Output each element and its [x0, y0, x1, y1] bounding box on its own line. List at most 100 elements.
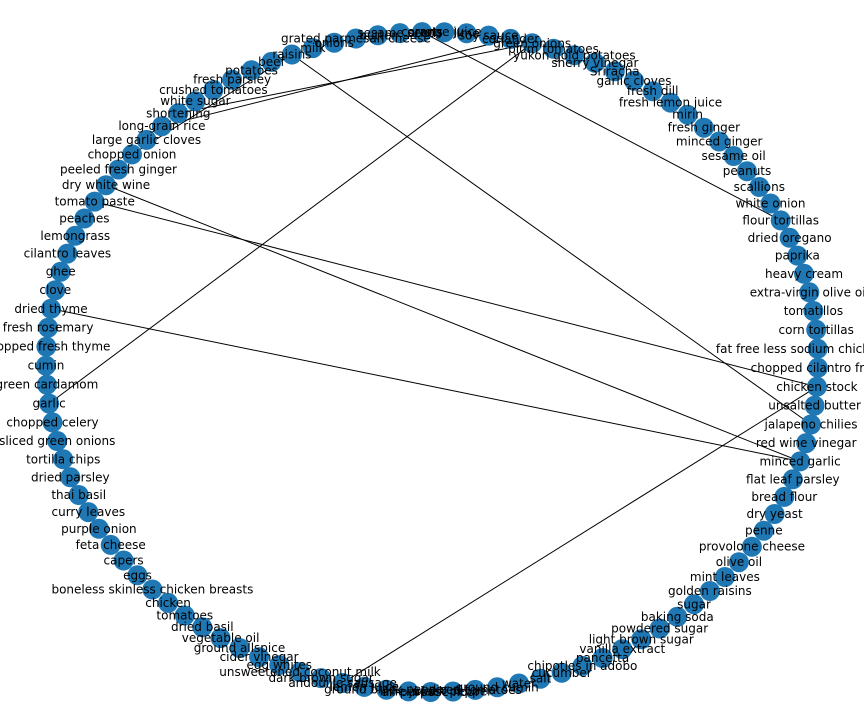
- node-label-bread-flour: bread flour: [751, 490, 817, 504]
- node-tomato-paste: [84, 191, 105, 212]
- node-cider-vinegar: [249, 647, 270, 668]
- node-label-potatoes: potatoes: [225, 63, 278, 77]
- node-chipotles-in-adobo: [572, 655, 593, 676]
- node-label-carrots: carrots: [401, 25, 443, 39]
- node-label-thai-basil: thai basil: [51, 488, 106, 502]
- node-label-diced-tomatoes: diced tomatoes: [429, 683, 522, 697]
- node-label-lemon-juice: lemon juice: [330, 680, 399, 694]
- node-chicken-stock: [806, 376, 827, 397]
- node-diced-tomatoes: [465, 679, 486, 700]
- node-label-raisins: raisins: [272, 48, 311, 62]
- node-label-salt: salt: [530, 672, 552, 686]
- node-dried-thyme: [41, 298, 61, 319]
- node-label-cilantro-leaves: cilantro leaves: [24, 247, 112, 261]
- node-green-onions: [522, 33, 543, 54]
- node-beef: [261, 51, 282, 72]
- node-salt: [530, 668, 551, 689]
- node-cilantro-leaves: [57, 243, 78, 264]
- node-cumin: [36, 355, 56, 376]
- node-label-plum-tomatoes: plum tomatoes: [508, 42, 599, 56]
- node-penne: [753, 520, 774, 541]
- node-label-dry-white-wine: dry white wine: [62, 178, 150, 192]
- node-cucumber: [551, 662, 572, 683]
- node-label-chicken-stock: chicken stock: [776, 380, 857, 394]
- edge-chopped-onion-to-raisins: [131, 54, 293, 155]
- node-label-mint-leaves: mint leaves: [690, 570, 760, 584]
- edge-dry-white-wine-to-minced-garlic: [105, 184, 801, 462]
- node-powdered-sugar: [649, 618, 670, 639]
- node-label-tomatillos: tomatillos: [784, 304, 843, 318]
- node-label-jalapeno-chilies: jalapeno chilies: [764, 418, 858, 432]
- node-vegetable-oil: [210, 628, 231, 649]
- node-ground-black-pepper: [376, 679, 397, 700]
- node-sliced-green-onions: [47, 431, 68, 451]
- node-label-yukon-gold-potatoes: yukon gold potatoes: [513, 48, 635, 62]
- node-label-sherry-vinegar: sherry vinegar: [551, 56, 638, 70]
- node-lime-juice: [398, 681, 419, 702]
- node-soy-sauce: [478, 25, 499, 46]
- node-sesame-seeds: [389, 23, 410, 44]
- node-sugar: [684, 594, 704, 615]
- node-label-white-onion: white onion: [736, 197, 806, 211]
- node-label-garlic-cloves: garlic cloves: [597, 74, 672, 88]
- graph-nodes: [36, 22, 828, 702]
- node-label-dried-thyme: dried thyme: [14, 302, 87, 316]
- node-tomatillos: [803, 301, 824, 321]
- edge-flour-tortillas-to-carrots: [421, 31, 781, 221]
- node-label-feta-cheese: feta cheese: [76, 538, 146, 552]
- node-label-grated-parmesan-cheese: grated parmesan cheese: [281, 32, 431, 46]
- node-tortilla-chips: [53, 449, 74, 470]
- node-label-sriracha: Sriracha: [590, 64, 640, 78]
- node-label-water: water: [502, 677, 536, 691]
- node-red-wine-vinegar: [796, 433, 817, 454]
- node-label-egg-whites: egg whites: [247, 658, 313, 672]
- node-capers: [113, 550, 134, 571]
- node-label-red-wine-vinegar: red wine vinegar: [756, 436, 857, 450]
- node-plum-tomatoes: [543, 38, 564, 59]
- node-green-cardamom: [36, 374, 57, 395]
- node-label-ground-allspice: ground allspice: [194, 641, 285, 655]
- node-white-onion: [760, 193, 781, 214]
- node-label-eggs: eggs: [123, 568, 152, 582]
- node-label-andouille-sausage: andouille sausage: [288, 676, 397, 690]
- node-chopped-celery: [42, 412, 63, 433]
- node-light-brown-sugar: [631, 629, 652, 650]
- node-label-coriander: coriander: [482, 32, 539, 46]
- node-label-peeled-fresh-ginger: peeled fresh ginger: [60, 163, 177, 177]
- node-grated-parmesan-cheese: [345, 28, 366, 49]
- node-label-fat-free-less-sodium-chicken-broth: fat free less sodium chicken broth: [716, 342, 864, 356]
- node-ground-allspice: [229, 638, 250, 658]
- node-baking-soda: [667, 606, 688, 627]
- node-curry-leaves: [78, 502, 99, 523]
- graph-edges: [48, 31, 818, 684]
- node-ghee: [50, 261, 71, 282]
- node-label-fresh-parsley: fresh parsley: [193, 73, 271, 87]
- node-label-tortilla-chips: tortilla chips: [26, 452, 100, 466]
- node-label-fresh-lemon-juice: fresh lemon juice: [619, 96, 722, 110]
- node-minced-ginger: [709, 131, 730, 152]
- node-label-black-pepper: black pepper: [414, 685, 492, 699]
- node-label-green-cardamom: green cardamom: [0, 378, 98, 392]
- node-corn-tortillas: [806, 319, 827, 340]
- node-shortening: [168, 103, 189, 124]
- node-dry-white-wine: [96, 175, 116, 196]
- node-fresh-dill: [642, 81, 663, 102]
- node-flour-tortillas: [770, 210, 791, 231]
- node-label-long-grain-rice: long-grain rice: [118, 119, 205, 133]
- node-label-pancetta: pancetta: [576, 651, 629, 665]
- node-dry-yeast: [764, 504, 785, 524]
- node-lemongrass: [65, 225, 86, 246]
- node-sherry-vinegar: [584, 52, 605, 73]
- node-chopped-onion: [122, 144, 142, 165]
- node-coriander: [500, 28, 521, 49]
- node-onions: [324, 32, 345, 53]
- node-label-chipotles-in-adobo: chipotles in adobo: [527, 659, 637, 673]
- node-label-baking-soda: baking soda: [641, 610, 714, 624]
- node-label-soy-sauce: soy sauce: [459, 29, 519, 43]
- node-label-golden-raisins: golden raisins: [668, 584, 752, 598]
- node-fresh-lemon-juice: [660, 92, 681, 113]
- node-label-olive-oil: olive oil: [716, 555, 762, 569]
- node-label-white-sugar: white sugar: [160, 94, 230, 108]
- node-dried-oregano: [779, 227, 800, 248]
